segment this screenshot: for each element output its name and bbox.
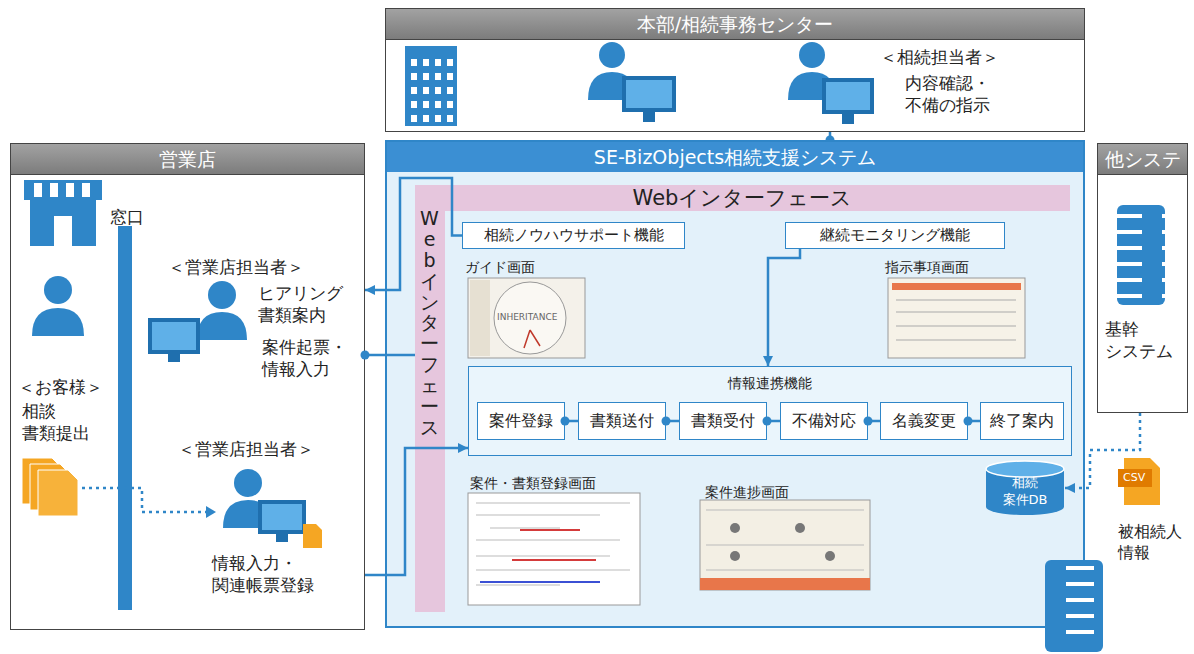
system-panel: 他システム — [1097, 143, 1188, 413]
process-box: 書類送付 — [578, 402, 666, 440]
node-text: 情報連携機能 — [469, 367, 1071, 393]
label-text: ガイド画面 — [465, 258, 535, 276]
connector — [868, 420, 880, 423]
connector — [365, 448, 468, 575]
node-text: 書類送付 — [590, 411, 654, 432]
label-text: 案件進捗画面 — [705, 483, 789, 501]
label-text: 基幹 システム — [1105, 318, 1173, 362]
label-text: INHERITANCE — [497, 312, 557, 324]
connector — [968, 420, 980, 423]
label-text: 案件・書類登録画面 — [470, 474, 596, 492]
node-text: 相続 案件DB — [1003, 475, 1048, 509]
connector — [768, 249, 800, 366]
server-icon — [1045, 205, 1165, 652]
person-icon — [588, 42, 874, 124]
label-text: ＜営業店担当者＞ — [178, 438, 314, 460]
node-text: 継続モニタリング機能 — [820, 226, 970, 245]
label-text: 情報入力・ 関連帳票登録 — [212, 552, 314, 596]
connector — [829, 132, 832, 140]
interface-band: Webインターフェース — [415, 185, 445, 612]
connector — [666, 420, 679, 423]
node-text: 不備対応 — [792, 411, 856, 432]
document-icon — [22, 458, 322, 548]
node-text: 案件登録 — [489, 411, 553, 432]
node-text: 営業店 — [11, 144, 364, 175]
process-box: 終了案内 — [980, 402, 1064, 440]
node-text: 本部/相続事務センター — [386, 9, 1084, 40]
node-text: 書類受付 — [691, 411, 755, 432]
connector — [767, 420, 780, 423]
node-text: Webインターフェース — [420, 208, 439, 438]
interface-band: Webインターフェース — [415, 185, 1070, 211]
counter-bar — [118, 226, 132, 610]
label-text: ＜相続担当者＞ — [880, 46, 999, 68]
label-text: 案件起票・ 情報入力 — [262, 336, 347, 380]
system-panel: SE-BizObjects相続支援システム WebインターフェースWebインターフ… — [385, 140, 1085, 628]
function-group: 情報連携機能案件登録 書類送付 書類受付 不備対応 名義変更 終了案内 — [468, 366, 1072, 456]
process-box: 書類受付 — [679, 402, 767, 440]
function-box: 継続モニタリング機能 — [785, 222, 1005, 249]
label-text: 窓口 — [110, 206, 144, 228]
connector — [365, 354, 415, 357]
node-text: SE-BizObjects相続支援システム — [387, 142, 1083, 172]
screen-thumbnail — [468, 278, 1025, 605]
label-text: 被相続人 情報 — [1118, 522, 1182, 564]
process-box: 名義変更 — [880, 402, 968, 440]
label-text: 内容確認・ 不備の指示 — [905, 72, 990, 116]
label-text: 相談 書類提出 — [22, 400, 90, 444]
label-text: CSV — [1123, 471, 1145, 485]
label-text: ヒアリング 書類案内 — [258, 282, 343, 326]
node-text: Webインターフェース — [415, 185, 1070, 211]
label-text: ＜お客様＞ — [18, 376, 103, 398]
label-text: ＜営業店担当者＞ — [168, 256, 304, 278]
process-box: 不備対応 — [780, 402, 868, 440]
connector — [565, 420, 578, 423]
connector — [1065, 413, 1140, 488]
building-icon — [405, 46, 457, 126]
dotted-arrow — [82, 488, 216, 518]
process-box: 案件登録 — [477, 402, 565, 440]
node-text: 他システム — [1098, 144, 1187, 175]
label-text: 指示事項画面 — [885, 258, 969, 276]
node-text: 終了案内 — [990, 411, 1054, 432]
csv-icon — [1118, 458, 1160, 505]
connector — [365, 178, 462, 290]
database-cylinder: 相続 案件DB — [985, 460, 1065, 516]
node-text: 名義変更 — [892, 411, 956, 432]
node-text: 相続ノウハウサポート機能 — [484, 226, 664, 245]
shop-icon — [24, 180, 102, 246]
function-box: 相続ノウハウサポート機能 — [462, 222, 685, 249]
